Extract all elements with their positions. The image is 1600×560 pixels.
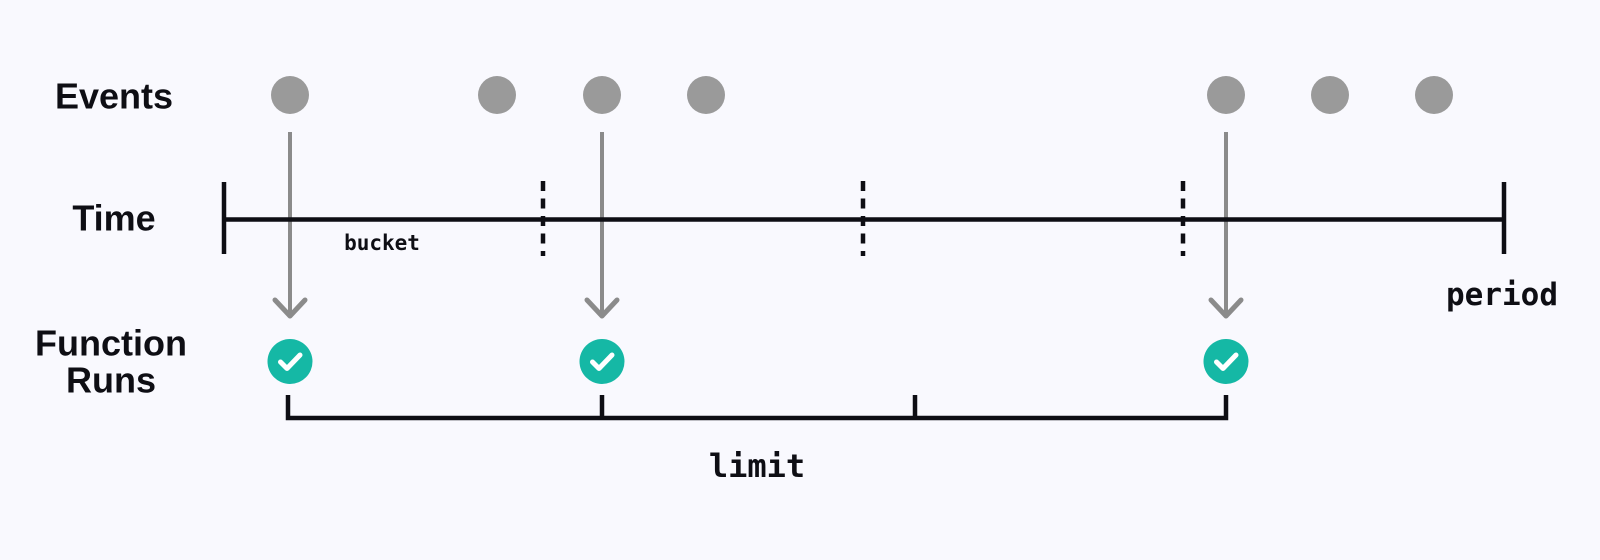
event-dot: [1207, 76, 1245, 114]
events-row-label: Events: [54, 75, 174, 117]
function-runs-line1: Function: [35, 322, 187, 364]
bucket-label: bucket: [344, 231, 420, 255]
function-run-badge: [579, 339, 625, 384]
time-row-label: Time: [72, 197, 156, 239]
arrow-head-icon: [1208, 297, 1244, 319]
function-run-badge: [1203, 339, 1249, 384]
check-icon: [590, 352, 615, 371]
function-run-badge: [267, 339, 313, 384]
check-icon: [1214, 352, 1239, 371]
event-dot: [478, 76, 516, 114]
limit-label: limit: [708, 447, 806, 485]
arrow-head-icon: [584, 297, 620, 319]
event-dot: [583, 76, 621, 114]
period-label: period: [1446, 277, 1558, 313]
function-runs-line2: Runs: [66, 360, 156, 401]
arrow-head-icon: [272, 297, 308, 319]
event-dot: [271, 76, 309, 114]
event-dot: [1415, 76, 1453, 114]
limit-bracket: [285, 395, 1229, 421]
check-icon: [278, 352, 303, 371]
event-dot: [1311, 76, 1349, 114]
function-runs-row-label: Function Runs: [35, 322, 187, 401]
event-dot: [687, 76, 725, 114]
